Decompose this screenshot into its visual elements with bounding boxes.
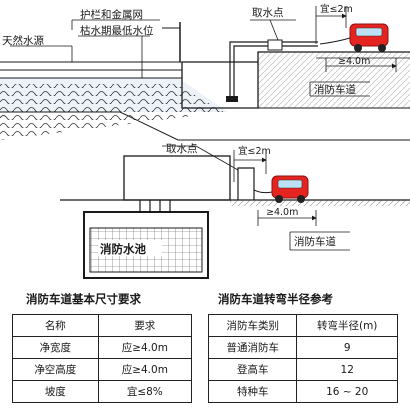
table-row: 坡度 宜≤8%: [12, 380, 193, 403]
label-natural-water: 天然水源: [2, 34, 44, 47]
label-intake-mid: 取水点: [166, 143, 198, 155]
table-cell: 特种车: [207, 380, 298, 403]
natural-water-body: [0, 61, 258, 140]
table-cell: 登高车: [207, 358, 298, 381]
fire-pool: [83, 211, 209, 279]
guardrail-fence: [162, 22, 181, 62]
label-lane-top: 消防车道: [314, 83, 356, 96]
table-row: 净宽度 应≥4.0m: [12, 336, 193, 359]
label-intake-top: 取水点: [252, 7, 284, 19]
table-cell: 名称: [12, 314, 99, 337]
fire-truck-top: [319, 23, 389, 52]
table-cell: 12: [296, 358, 398, 381]
table-row: 净空高度 应≥4.0m: [12, 358, 193, 381]
table-row: 名称 要求: [12, 314, 193, 337]
table-right: 消防车类别 转弯半径(m) 普通消防车 9 登高车 12 特种车 16 ~ 20: [207, 314, 398, 403]
table-cell: 消防车类别: [207, 314, 298, 337]
table-row: 特种车 16 ~ 20: [207, 380, 398, 403]
table-cell: 转弯半径(m): [296, 314, 398, 337]
label-pool: 消防水池: [100, 242, 146, 256]
table-cell: 应≥4.0m: [97, 336, 193, 359]
label-slope-mid: 宜≤2m: [238, 145, 271, 157]
intake-pipe: [226, 39, 318, 102]
building: [123, 155, 231, 201]
label-slope-top: 宜≤2m: [320, 3, 353, 15]
table-left: 名称 要求 净宽度 应≥4.0m 净空高度 应≥4.0m 坡度 宜≤8%: [12, 314, 193, 403]
label-width-mid: ≥4.0m: [266, 207, 298, 218]
mid-leaders: [162, 145, 350, 251]
top-section: 护栏和金属网 天然水源 枯水期最低水位 取水点 宜≤2m ≥4.0m 消防车道: [0, 3, 410, 141]
table-cell: 普通消防车: [207, 336, 298, 359]
label-width-top: ≥4.0m: [338, 56, 370, 67]
table-cell: 坡度: [12, 380, 99, 403]
table-row: 普通消防车 9: [207, 336, 398, 359]
table-cell: 净空高度: [12, 358, 99, 381]
table-right-title: 消防车道转弯半径参考: [218, 292, 333, 306]
intake-pipe-mid: [229, 167, 273, 200]
table-cell: 宜≤8%: [97, 380, 193, 403]
table-row: 登高车 12: [207, 358, 398, 381]
label-lane-mid: 消防车道: [294, 235, 336, 248]
middle-section: 消防水池 取水点 宜≤2m: [60, 143, 410, 279]
table-cell: 净宽度: [12, 336, 99, 359]
table-cell: 16 ~ 20: [296, 380, 398, 403]
table-cell: 9: [296, 336, 398, 359]
table-left-title: 消防车道基本尺寸要求: [26, 292, 141, 306]
label-dry-season-level: 枯水期最低水位: [80, 24, 154, 37]
fire-truck-mid: [271, 175, 309, 203]
table-cell: 应≥4.0m: [97, 358, 193, 381]
table-row: 消防车类别 转弯半径(m): [207, 314, 398, 337]
top-leaders: [10, 6, 410, 97]
label-guardrail: 护栏和金属网: [80, 8, 143, 21]
table-cell: 要求: [97, 314, 193, 337]
